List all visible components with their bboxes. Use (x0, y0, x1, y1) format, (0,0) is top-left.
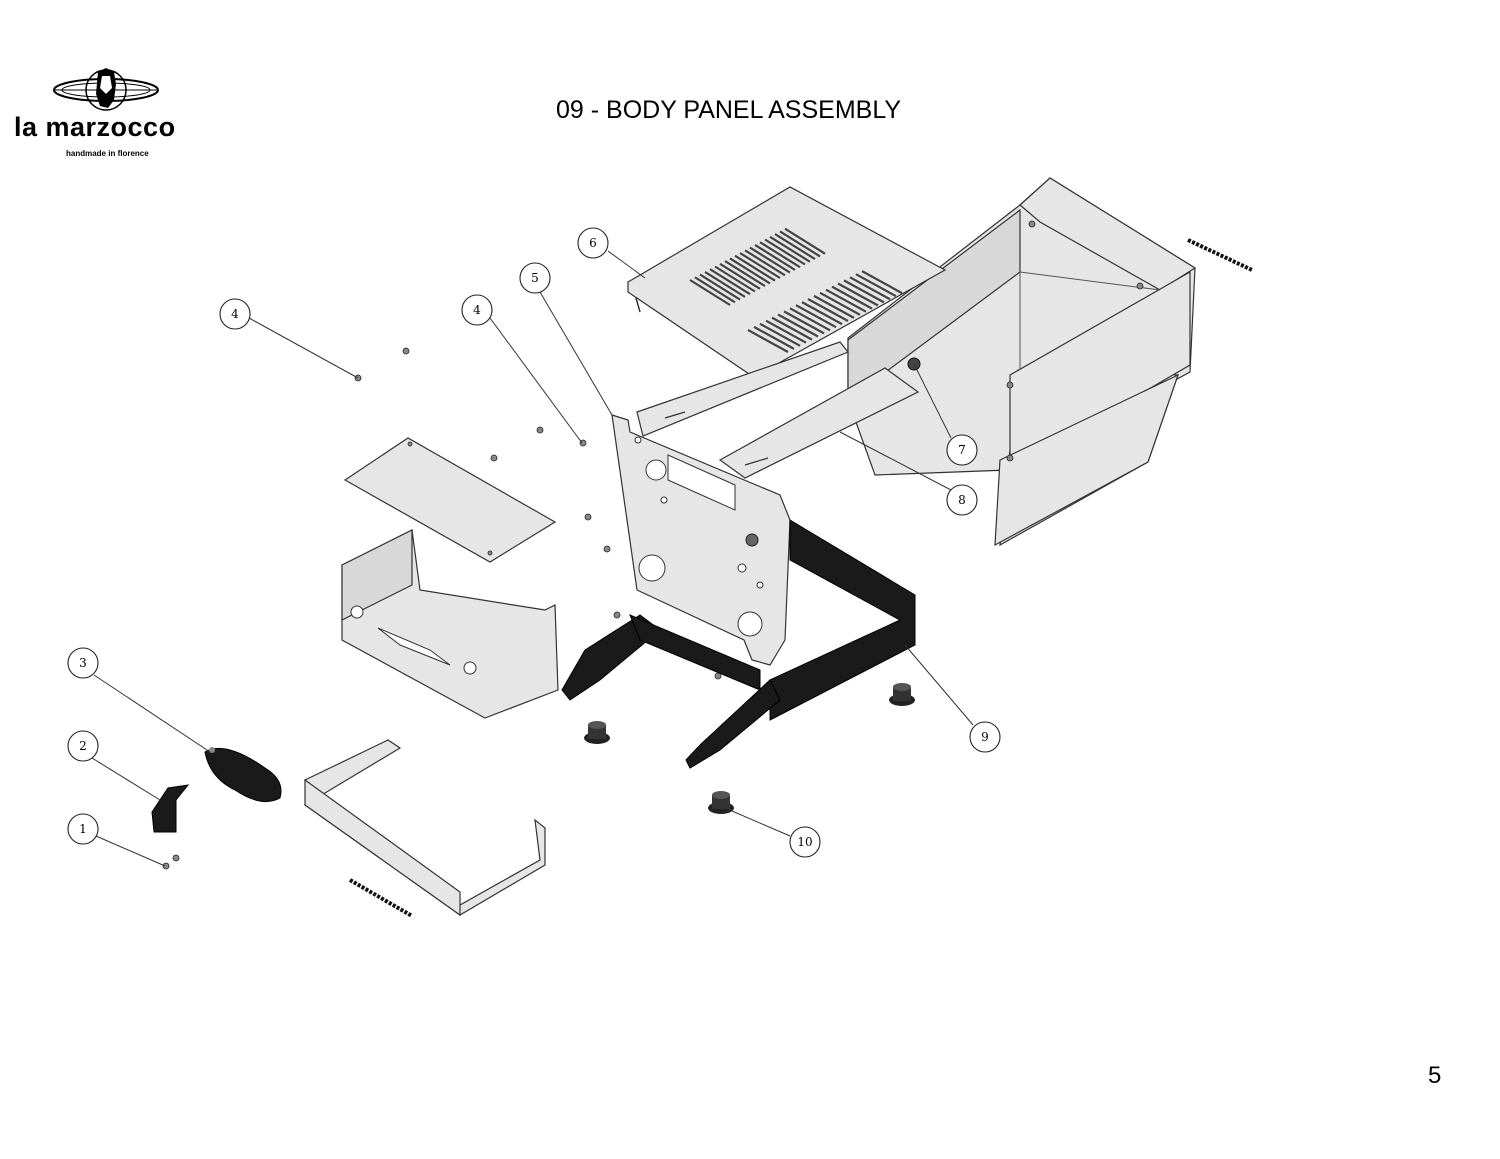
svg-text:3: 3 (79, 656, 87, 670)
steam-knob-assembly (204, 747, 282, 803)
svg-text:9: 9 (981, 730, 989, 744)
foot-left (584, 721, 610, 744)
callout-3: 3 (67, 647, 99, 679)
svg-text:5: 5 (531, 271, 539, 285)
top-vented-cover (627, 186, 947, 383)
callout-1: 1 (67, 813, 99, 845)
loose-screws (354, 347, 722, 680)
svg-text:2: 2 (79, 739, 87, 753)
svg-text:8: 8 (958, 493, 966, 507)
callout-4-left: 4 (219, 298, 251, 330)
svg-text:6: 6 (589, 236, 597, 250)
top-plate-left (343, 437, 557, 563)
rear-body-shell (847, 177, 1197, 547)
front-trim-panel (303, 739, 546, 917)
svg-text:10: 10 (797, 835, 812, 849)
leader-lines (91, 250, 974, 867)
brand-tagline: handmade in florence (66, 149, 149, 158)
callout-9: 9 (969, 721, 1001, 753)
foot-front (708, 791, 734, 814)
callout-2: 2 (67, 730, 99, 762)
logo-badge-front (348, 878, 414, 918)
callout-4-center: 4 (461, 294, 493, 326)
callout-6: 6 (577, 227, 609, 259)
foot-right (889, 683, 915, 706)
svg-text:1: 1 (79, 822, 87, 836)
logo-badge-rear (1187, 238, 1253, 272)
lever-handle (151, 784, 190, 833)
box-housing-left (341, 529, 559, 719)
side-rail-upper (636, 341, 849, 437)
page-title: 09 - BODY PANEL ASSEMBLY (556, 96, 902, 124)
callout-5: 5 (519, 262, 551, 294)
la-marzocco-logo-icon (53, 68, 159, 111)
brand-name: la marzocco (14, 112, 176, 142)
screw-part-1 (162, 854, 180, 870)
svg-text:7: 7 (958, 443, 966, 457)
svg-text:4: 4 (473, 303, 481, 317)
base-frame (561, 519, 916, 769)
callout-8: 8 (946, 484, 978, 516)
callout-10: 10 (789, 826, 821, 858)
page-number: 5 (1428, 1062, 1442, 1089)
svg-text:4: 4 (231, 307, 239, 321)
front-central-panel (611, 414, 791, 666)
callout-7: 7 (946, 434, 978, 466)
